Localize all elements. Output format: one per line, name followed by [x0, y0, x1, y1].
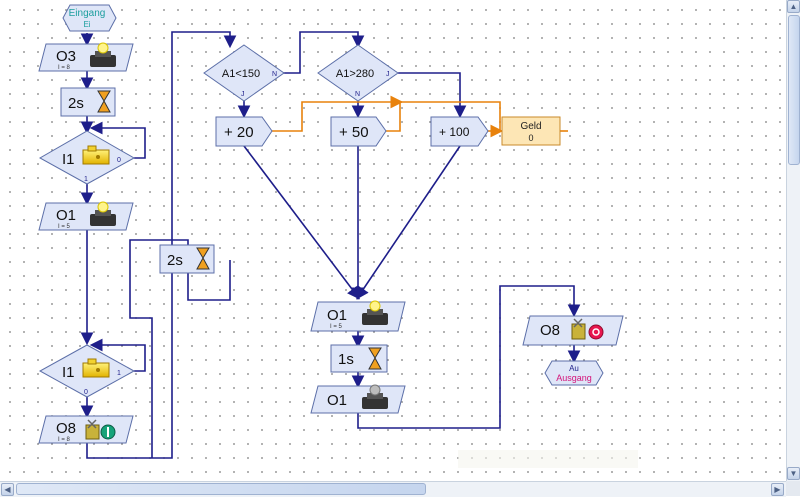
output-label: O8	[540, 322, 560, 339]
flow-line	[89, 338, 146, 372]
output-label: O1	[327, 307, 347, 324]
scroll-right-button[interactable]: ▶	[771, 483, 784, 496]
output-block-o1[interactable]: O1 I = 5	[310, 300, 406, 332]
vertical-scrollbar[interactable]: ▲ ▼	[786, 0, 800, 481]
lamp-icon	[90, 201, 116, 226]
add-label: + 100	[439, 125, 470, 139]
branch-condition: A1<150	[222, 68, 260, 80]
branch-port-j: J	[386, 71, 390, 78]
lamp-icon	[362, 300, 388, 325]
end-title: Au	[569, 364, 579, 373]
horizontal-scrollbar[interactable]: ◀ ▶	[0, 481, 786, 497]
hourglass-icon	[368, 347, 382, 370]
wait-label: 2s	[68, 95, 84, 112]
output-intensity: I = 8	[58, 437, 71, 443]
output-label: O1	[56, 207, 76, 224]
input-label: I1	[62, 151, 75, 168]
motor-right-icon	[85, 419, 116, 440]
wait-label: 2s	[167, 252, 183, 269]
output-block-o3[interactable]: O3 I = 8	[38, 42, 134, 72]
scroll-down-button[interactable]: ▼	[787, 467, 800, 480]
data-line	[386, 101, 501, 132]
branch-port-n: N	[355, 91, 360, 98]
input-block-i1[interactable]: I1 1 0	[38, 344, 136, 398]
wait-block-2s[interactable]: 2s	[159, 244, 215, 274]
flow-line	[276, 31, 365, 74]
output-block-o1[interactable]: O1 I = 5	[38, 201, 134, 231]
program-canvas[interactable]: Eingang Ei O3 I = 8 2s I1 0 1	[0, 0, 786, 481]
output-label: O8	[56, 420, 76, 437]
flowchart-svg: Eingang Ei O3 I = 8 2s I1 0 1	[38, 4, 638, 468]
input-port-true: 1	[84, 176, 88, 183]
motor-stop-icon	[571, 318, 604, 340]
add-label: + 20	[224, 124, 254, 141]
flow-line	[129, 239, 189, 458]
output-label: O1	[327, 392, 347, 409]
horizontal-scroll-thumb[interactable]	[16, 483, 426, 495]
end-sub: Ausgang	[556, 373, 592, 383]
start-block-eingang[interactable]: Eingang Ei	[62, 4, 117, 32]
variable-block-geld[interactable]: Geld 0	[501, 116, 561, 146]
output-intensity: I = 8	[58, 65, 71, 71]
flow-line	[357, 285, 581, 429]
output-block-o1-off[interactable]: O1	[310, 384, 406, 414]
variable-value: 0	[528, 133, 533, 143]
output-block-o8-stop[interactable]: O8	[522, 315, 624, 346]
input-block-i1[interactable]: I1 0 1	[38, 130, 136, 185]
start-sub: Ei	[83, 20, 90, 29]
vertical-scroll-thumb[interactable]	[788, 15, 800, 165]
scroll-up-button[interactable]: ▲	[787, 0, 800, 13]
end-block-ausgang[interactable]: Au Ausgang	[544, 360, 604, 386]
wait-block-1s[interactable]: 1s	[330, 344, 388, 373]
input-port-false: 0	[117, 157, 121, 164]
output-block-o8[interactable]: O8 I = 8	[38, 415, 134, 444]
lamp-icon	[90, 42, 116, 67]
input-label: I1	[62, 364, 75, 381]
wait-label: 1s	[338, 351, 354, 368]
start-title: Eingang	[69, 8, 106, 19]
flow-line	[398, 72, 467, 119]
data-connections	[272, 95, 568, 138]
flow-line	[243, 145, 360, 300]
variable-name: Geld	[520, 121, 541, 132]
flow-line	[187, 260, 231, 301]
hourglass-icon	[97, 90, 111, 113]
add-block-50[interactable]: + 50	[330, 116, 387, 147]
branch-block-a1-less-150[interactable]: A1<150 N J	[203, 44, 285, 102]
output-intensity: I = 5	[330, 324, 343, 330]
switch-icon	[82, 358, 110, 378]
branch-port-j: J	[241, 91, 245, 98]
add-label: + 50	[339, 124, 369, 141]
output-intensity: I = 5	[58, 224, 71, 230]
branch-port-n: N	[272, 71, 277, 78]
flow-line	[89, 121, 146, 159]
flow-line	[356, 145, 461, 300]
data-line	[272, 95, 404, 132]
wait-block-2s[interactable]: 2s	[60, 87, 116, 117]
add-block-20[interactable]: + 20	[215, 116, 273, 147]
add-block-100[interactable]: + 100	[430, 116, 489, 147]
scroll-left-button[interactable]: ◀	[1, 483, 14, 496]
output-label: O3	[56, 48, 76, 65]
input-port-true: 1	[117, 370, 121, 377]
branch-block-a1-greater-280[interactable]: A1>280 J N	[317, 44, 399, 102]
scrollbar-corner	[786, 481, 800, 496]
lamp-off-icon	[362, 384, 388, 409]
hourglass-icon	[196, 247, 210, 270]
switch-icon	[82, 145, 110, 165]
input-port-false: 0	[84, 389, 88, 396]
branch-condition: A1>280	[336, 68, 374, 80]
faint-selection-area	[458, 450, 638, 468]
